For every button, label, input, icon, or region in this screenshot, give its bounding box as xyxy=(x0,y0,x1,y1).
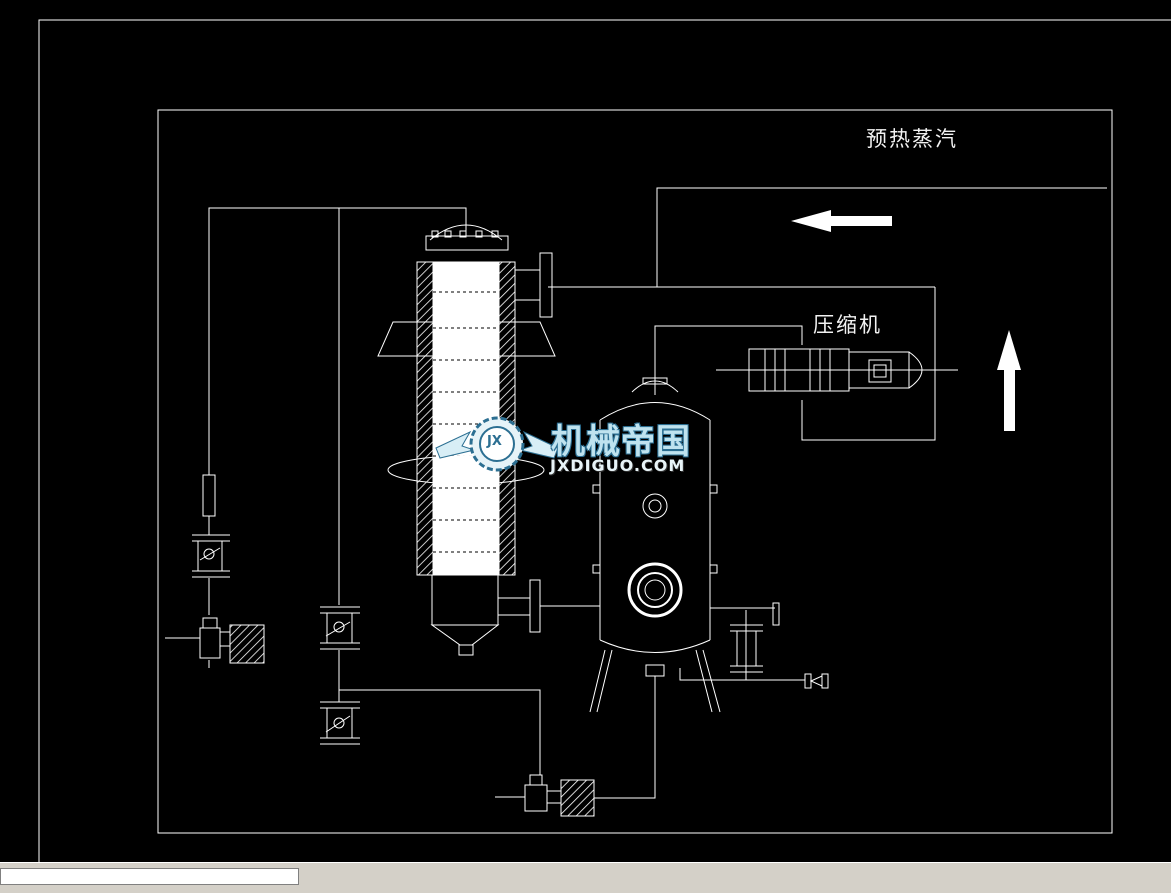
arrow-left-icon xyxy=(791,210,892,232)
watermark-en-text: JXDIGUO.COM xyxy=(550,456,686,475)
watermark-badge-text: JX xyxy=(487,434,502,449)
left-instrument-train xyxy=(165,474,265,664)
watermark: JX 机械帝国 JXDIGUO.COM xyxy=(436,410,736,480)
status-bar xyxy=(0,862,1171,893)
middle-valves xyxy=(320,606,360,745)
compressor-label: 压缩机 xyxy=(813,313,882,337)
watermark-cn-text: 机械帝国 xyxy=(551,422,691,462)
bottom-pump xyxy=(524,774,595,817)
arrow-up-icon xyxy=(997,330,1021,431)
pipe-network xyxy=(208,187,1107,799)
flow-meter xyxy=(202,474,216,517)
command-line-input[interactable] xyxy=(0,868,299,885)
separator-vessel xyxy=(589,377,829,713)
evaporator-column xyxy=(377,224,556,656)
watermark-gear-icon xyxy=(435,416,559,472)
preheat-steam-label: 预热蒸汽 xyxy=(866,127,958,151)
inner-frame xyxy=(157,109,1113,834)
drawing-border xyxy=(38,19,1171,862)
compressor xyxy=(748,348,923,392)
